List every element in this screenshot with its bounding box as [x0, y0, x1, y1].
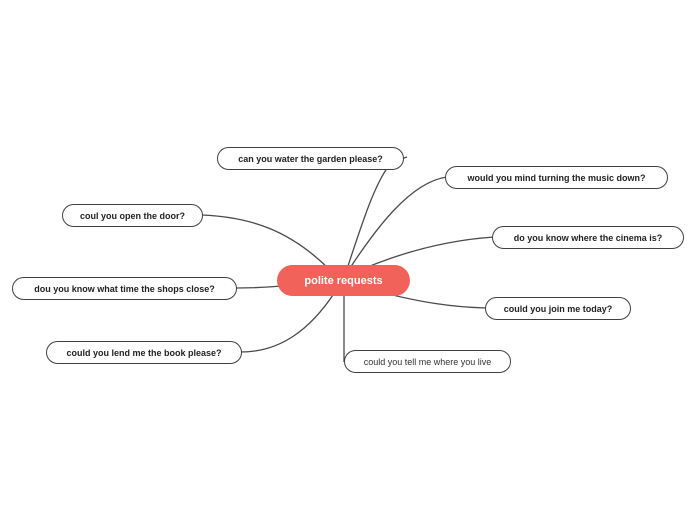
- topic-live[interactable]: could you tell me where you live: [344, 350, 511, 373]
- link-shops: [235, 285, 283, 289]
- topic-shops[interactable]: dou you know what time the shops close?: [12, 277, 237, 300]
- topic-garden[interactable]: can you water the garden please?: [217, 147, 404, 170]
- central-topic[interactable]: polite requests: [277, 265, 410, 296]
- topic-join[interactable]: could you join me today?: [485, 297, 631, 320]
- link-garden: [345, 156, 408, 273]
- link-door: [201, 214, 331, 271]
- link-book: [240, 291, 336, 353]
- link-cinema: [369, 236, 495, 267]
- topic-book[interactable]: could you lend me the book please?: [46, 341, 242, 364]
- topic-door[interactable]: coul you open the door?: [62, 204, 203, 227]
- link-music: [349, 176, 448, 269]
- topic-cinema[interactable]: do you know where the cinema is?: [492, 226, 684, 249]
- topic-music[interactable]: would you mind turning the music down?: [445, 166, 668, 189]
